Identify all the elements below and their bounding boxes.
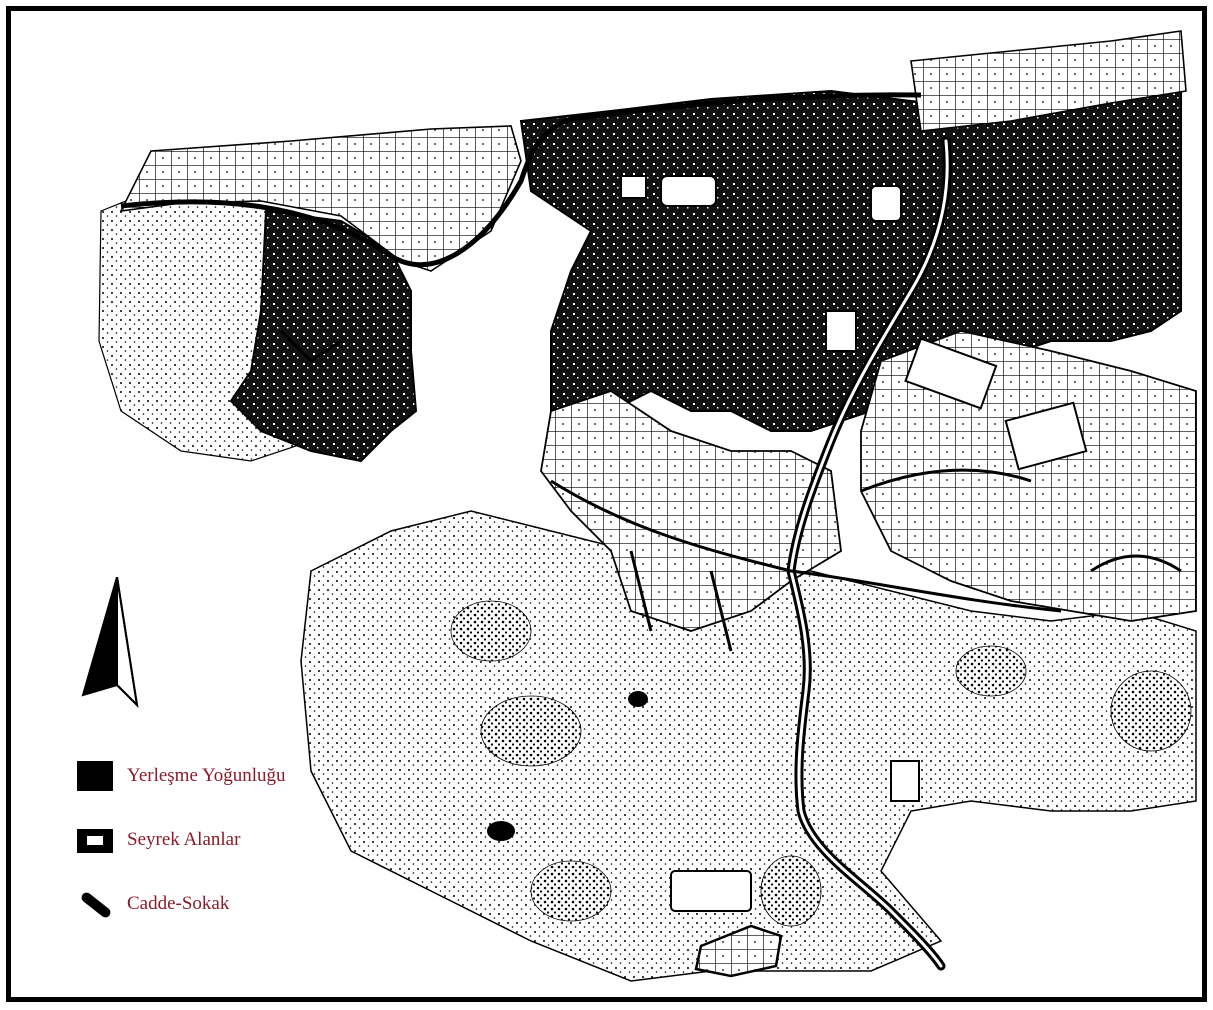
southern-clusters	[450, 600, 1192, 927]
secondary-streets	[279, 329, 1182, 652]
settlement-map	[98, 30, 1197, 982]
legend-item-sparse: Seyrek Alanlar	[73, 823, 240, 857]
legend-label-street: Cadde-Sokak	[127, 893, 230, 914]
legend-item-street: Cadde-Sokak	[73, 887, 229, 921]
hollow-square-icon	[73, 823, 117, 857]
coastal-street	[120, 92, 922, 268]
southern-islet	[694, 924, 783, 978]
legend-label-sparse: Seyrek Alanlar	[127, 829, 241, 850]
sparse-blocks	[620, 175, 1088, 912]
legend-item-dense: Yerleşme Yoğunluğu	[73, 759, 286, 793]
northern-coastal-parcels	[910, 30, 1187, 132]
filled-square-icon	[73, 759, 117, 793]
small-dense-spot	[628, 691, 648, 707]
legend-label-dense: Yerleşme Yoğunluğu	[127, 765, 286, 786]
small-dense-spot	[487, 821, 515, 841]
street-line-icon	[73, 887, 117, 921]
north-arrow-icon	[81, 577, 139, 708]
map-legend: Yerleşme Yoğunluğu Seyrek Alanlar Cadde-…	[73, 759, 333, 929]
eastern-parcel-area	[860, 330, 1197, 622]
map-frame: Yerleşme Yoğunluğu Seyrek Alanlar Cadde-…	[6, 6, 1207, 1002]
